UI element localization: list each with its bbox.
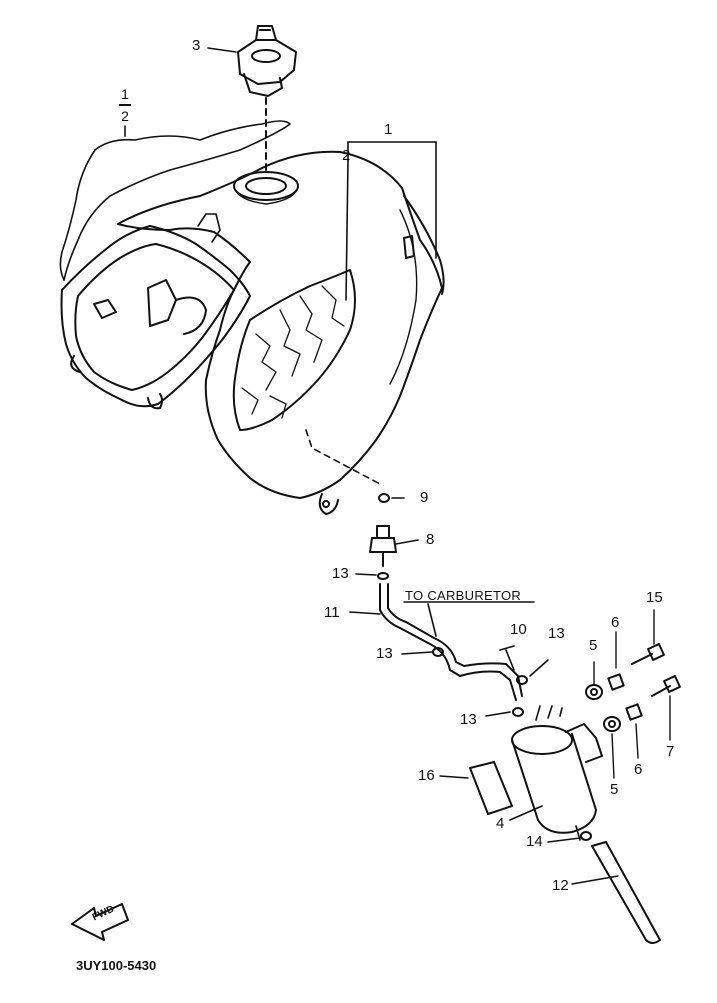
callout-13-c: 13 [376,645,393,662]
grommet [585,661,621,779]
drain-hose [571,841,661,944]
fuel-fitting [369,525,419,567]
callout-14: 14 [526,833,543,850]
callout-13-a: 13 [332,565,349,582]
callout-1-half-numerator: 1 [121,86,129,102]
fuel-pump [509,705,603,841]
callout-8: 8 [426,531,435,548]
o-ring [378,493,390,503]
callout-4: 4 [496,815,505,832]
pad [469,761,513,815]
callout-9: 9 [420,489,429,506]
callout-5-a: 5 [589,637,598,654]
diagram-code: 3UY100-5430 [76,958,157,973]
callout-2: 2 [342,147,351,164]
callout-12: 12 [552,877,569,894]
callout-7: 7 [666,743,675,760]
callout-16: 16 [418,767,435,784]
bolt [631,609,681,741]
fwd-arrow-icon [71,903,129,941]
fuel-tank [60,150,445,515]
fraction-bar [119,104,131,106]
callout-3: 3 [192,37,201,54]
callout-13-b: 13 [548,625,565,642]
fuel-hose [349,583,523,701]
callout-5-b: 5 [610,781,619,798]
to-carburetor-label: TO CARBURETOR [405,588,522,603]
tank-decal [241,285,345,419]
collar [607,631,643,759]
callout-6-b: 6 [634,761,643,778]
fuel-cap [237,25,297,97]
callout-1: 1 [384,121,393,138]
callout-11: 11 [324,604,340,621]
callout-13-d: 13 [460,711,477,728]
callout-15: 15 [646,589,663,606]
callout-1-half-denominator: 2 [121,108,129,124]
callout-10: 10 [510,621,527,638]
tank-ghost-outline [63,120,291,281]
callout-6-a: 6 [611,614,620,631]
